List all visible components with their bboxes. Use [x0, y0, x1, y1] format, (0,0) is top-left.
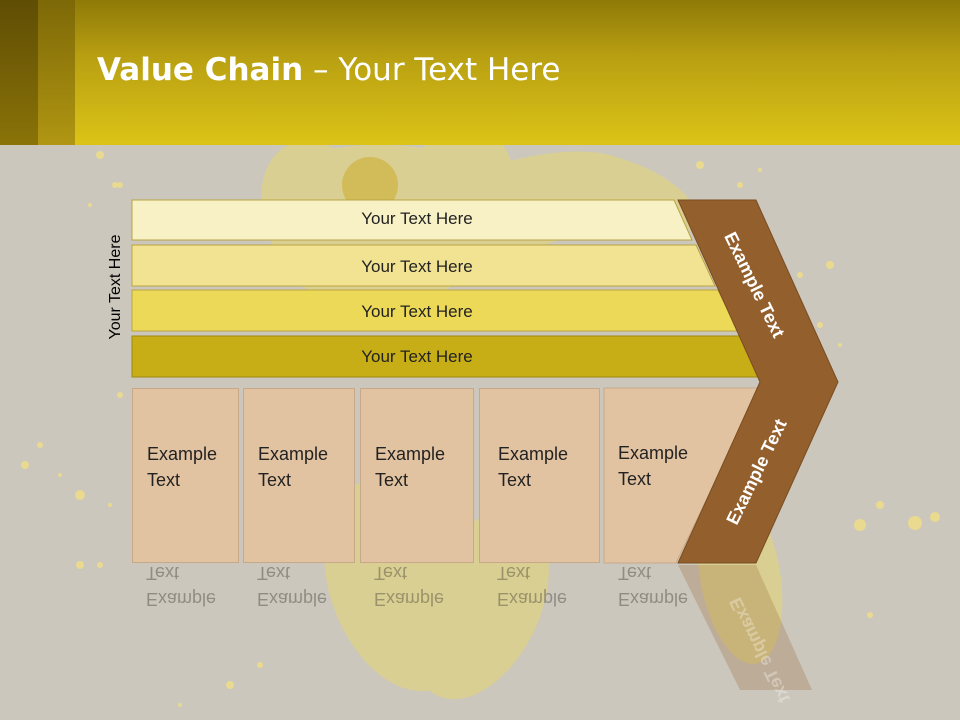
header-band: Value Chain – Your Text Here: [0, 0, 960, 145]
title-rest: – Your Text Here: [303, 52, 561, 88]
activity-box-4-reflection: Example Text: [479, 565, 600, 685]
bar-3-label: Your Text Here: [361, 302, 473, 321]
activity-box-1-reflection: Example Text: [132, 565, 239, 685]
vertical-axis-label: Your Text Here: [107, 234, 124, 340]
activity-box-5-reflection: Example Text: [604, 565, 724, 685]
reflection-text: Example Text: [257, 565, 328, 609]
reflection-text: Example Text: [146, 565, 217, 609]
chevron-reflection: [678, 565, 812, 690]
reflection-text: Example Text: [374, 565, 445, 609]
activity-box-2: Example Text: [243, 388, 355, 563]
activity-box-5-label: Example Text: [618, 443, 689, 489]
reflection-text: Example Text: [497, 565, 568, 609]
bar-2: [131, 244, 716, 287]
bar-2-label: Your Text Here: [361, 257, 473, 276]
bar-1: [131, 199, 693, 241]
activity-box-3-reflection: Example Text: [360, 565, 474, 685]
activity-box-5: Example Text: [604, 388, 724, 563]
bar-1-label: Your Text Here: [361, 209, 473, 228]
page-title: Value Chain – Your Text Here: [97, 52, 560, 88]
activity-box-2-reflection: Example Text: [243, 565, 355, 685]
title-bold: Value Chain: [97, 52, 304, 88]
box-5-shape: [603, 387, 761, 564]
activity-box-4: Example Text: [479, 388, 600, 563]
activity-box-2-label: Example Text: [258, 444, 329, 490]
chevron-shape: [677, 199, 839, 564]
bar-4-label: Your Text Here: [361, 347, 473, 366]
header-accent-strip: [0, 0, 38, 145]
activity-box-4-label: Example Text: [498, 444, 569, 490]
activity-box-1-label: Example Text: [147, 444, 218, 490]
reflection-text: Example Text: [618, 565, 689, 609]
activity-box-3-label: Example Text: [375, 444, 446, 490]
activity-box-1: Example Text: [132, 388, 239, 563]
activity-box-3: Example Text: [360, 388, 474, 563]
header-accent-strip-2: [38, 0, 75, 145]
